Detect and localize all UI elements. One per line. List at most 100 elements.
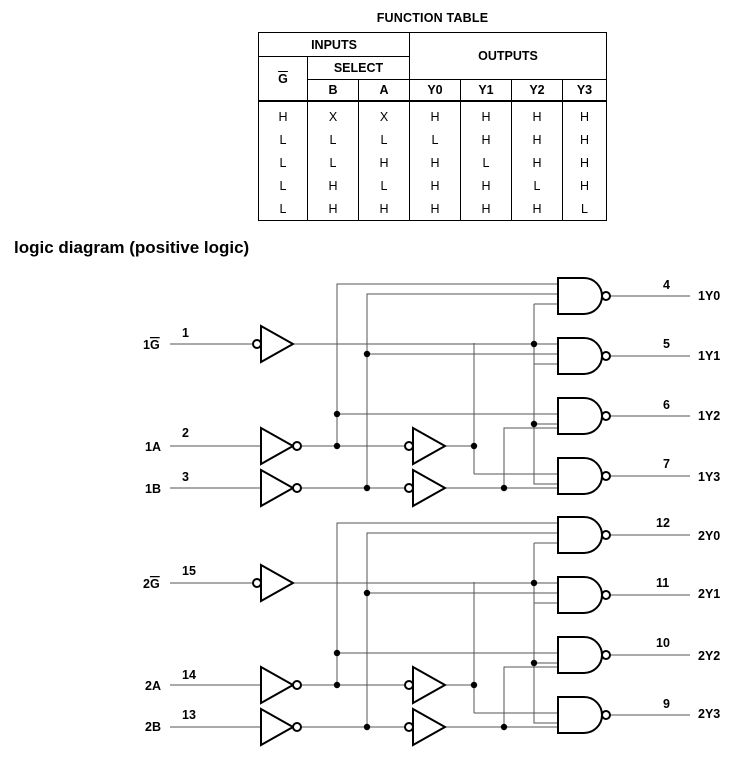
pin-label: 15 [182,564,196,578]
wires [170,283,690,728]
g-header: G [258,56,308,102]
inversion-bubble-icon [601,710,611,720]
wire [336,283,558,446]
pin-label: 4 [663,278,670,292]
inversion-bubble-icon [292,680,302,690]
nand-gate-icon [557,576,603,614]
output-label-1y2: 1Y2 [698,409,720,423]
table-cell: H [562,174,607,197]
junction-dot-icon [500,723,508,731]
wire [366,532,558,727]
pin-label: 1 [182,326,189,340]
inversion-bubble-icon [292,441,302,451]
output-label-2y1: 2Y1 [698,587,720,601]
junction-dots [333,340,538,731]
inversion-bubble-icon [252,578,262,588]
junction-dot-icon [530,579,538,587]
select-header: SELECT [307,56,410,80]
inversion-bubble-icon [601,351,611,361]
junction-dot-icon [470,681,478,689]
table-cell: H [460,101,512,128]
inversion-bubble-icon [601,650,611,660]
buffer-gate-icon [412,426,448,466]
table-cell: H [258,101,308,128]
wire [503,427,558,488]
nand-gate-icon [557,397,603,435]
inversion-bubble-icon [252,339,262,349]
buffer-gate-icon [412,707,448,747]
nand-gate-icon [557,516,603,554]
nand-gate-icon [557,277,603,315]
junction-dot-icon [530,659,538,667]
junction-dot-icon [363,723,371,731]
inversion-bubble-icon [601,530,611,540]
inversion-bubble-icon [292,483,302,493]
wire [503,666,558,727]
table-row: L H H H H H L [258,197,607,221]
pin-label: 5 [663,337,670,351]
inversion-bubble-icon [292,722,302,732]
nand-gate-icon [557,696,603,734]
inversion-bubble-icon [404,680,414,690]
function-table-title: FUNCTION TABLE [376,11,489,25]
inputs-header: INPUTS [258,32,410,57]
inversion-bubble-icon [601,291,611,301]
nand-gate-icon [557,636,603,674]
nand-gate-icon [557,457,603,495]
output-label-2y3: 2Y3 [698,707,720,721]
input-label-1a: 1A [145,440,161,454]
junction-dot-icon [500,484,508,492]
output-label-1y1: 1Y1 [698,349,720,363]
input-label-2g: 2G [143,577,160,591]
nand-gate-icon [557,337,603,375]
wire [366,293,558,488]
table-cell: H [562,101,607,128]
col-y1: Y1 [460,79,512,102]
labels: 1G 1 1A 2 1B 3 2G 15 2A 14 2B 13 1Y0 4 1… [143,278,720,734]
function-table: INPUTS OUTPUTS G SELECT B A Y0 Y1 Y2 Y3 … [258,32,607,221]
col-y3: Y3 [562,79,607,102]
diagram-title: logic diagram (positive logic) [14,238,250,257]
outputs-header: OUTPUTS [409,32,607,80]
buffer-gate-icon [260,468,296,508]
pin-label: 2 [182,426,189,440]
buffer-gate-icon [412,468,448,508]
inversion-bubble-icon [601,590,611,600]
pin-label: 10 [656,636,670,650]
wire [336,522,558,685]
junction-dot-icon [333,410,341,418]
input-label-1b: 1B [145,482,161,496]
junction-dot-icon [530,340,538,348]
pin-label: 6 [663,398,670,412]
table-cell: H [562,151,607,174]
junction-dot-icon [333,681,341,689]
input-label-2a: 2A [145,679,161,693]
junction-dot-icon [363,350,371,358]
pin-label: 9 [663,697,670,711]
junction-dot-icon [530,420,538,428]
buffer-gate-icon [260,563,296,603]
output-label-2y0: 2Y0 [698,529,720,543]
table-cell: H [511,101,563,128]
pin-label: 12 [656,516,670,530]
pin-label: 14 [182,668,196,682]
table-row: H X X H H H H [258,101,607,128]
junction-dot-icon [333,442,341,450]
junction-dot-icon [363,484,371,492]
table-row: L H L H H L H [258,174,607,197]
buffer-gate-icon [260,426,296,466]
table-row: L L L L H H H [258,128,607,151]
junction-dot-icon [470,442,478,450]
inversion-bubble-icon [404,483,414,493]
table-cell: L [562,197,607,221]
pin-label: 11 [656,576,669,590]
table-cell: H [409,101,461,128]
inversion-bubble-icon [601,471,611,481]
buffer-gate-icon [260,324,296,364]
buffer-gate-icon [260,707,296,747]
table-cell: X [358,101,410,128]
pin-label: 7 [663,457,670,471]
input-label-2b: 2B [145,720,161,734]
inversion-bubble-icon [404,722,414,732]
